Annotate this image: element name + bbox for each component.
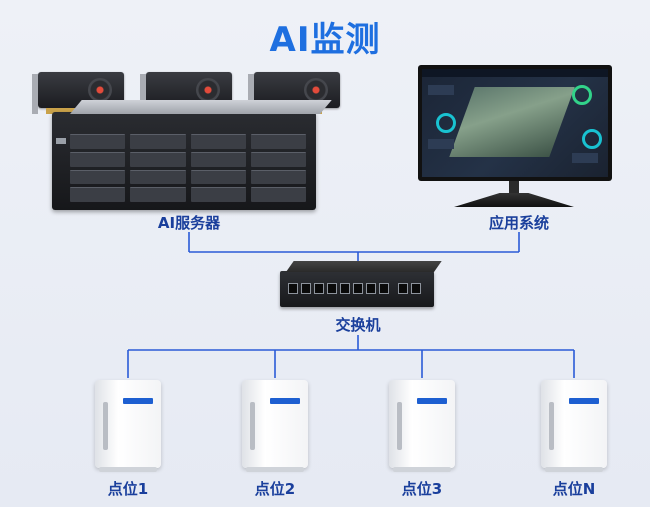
app-system-label: 应用系统 [488,214,549,232]
ai-server-image [52,100,332,210]
fan-icon [88,78,112,102]
diagram-title: AI监测 [269,20,381,60]
point-label-n: 点位N [552,480,596,498]
point-device-n [541,380,607,472]
switch-label: 交换机 [335,316,381,334]
fan-icon [196,78,220,102]
point-label-2: 点位2 [254,480,296,498]
monitor-image [418,65,612,181]
ai-server-label: AI服务器 [157,214,221,232]
point-device-1 [95,380,161,472]
point-device-2 [242,380,308,472]
fan-icon [304,78,328,102]
point-label-1: 点位1 [107,480,149,498]
point-device-3 [389,380,455,472]
point-label-3: 点位3 [401,480,443,498]
network-switch-image [280,261,442,307]
